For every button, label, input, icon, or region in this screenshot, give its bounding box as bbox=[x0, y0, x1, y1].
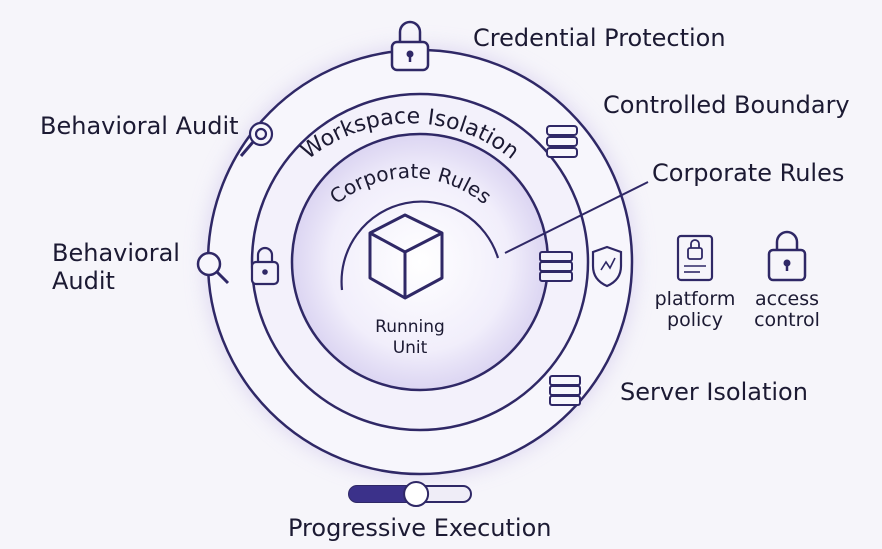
server-icon bbox=[549, 375, 581, 406]
policy-document-icon bbox=[676, 234, 714, 282]
corporate-rules-pointer bbox=[504, 181, 649, 254]
shield-icon bbox=[591, 245, 623, 288]
running-unit-line1: Running bbox=[375, 317, 445, 337]
search-icon bbox=[196, 251, 230, 285]
platform-policy-label: platform policy bbox=[652, 289, 738, 331]
access-control-label: access control bbox=[746, 289, 828, 331]
access-control-line1: access bbox=[754, 288, 820, 310]
access-control-line2: control bbox=[754, 308, 820, 331]
platform-policy-line1: platform bbox=[654, 288, 736, 310]
magnifier-badge-icon bbox=[239, 121, 274, 157]
running-unit-line2: Unit bbox=[392, 338, 428, 359]
slider-knob[interactable] bbox=[403, 481, 430, 507]
access-lock-icon bbox=[767, 230, 807, 282]
behavioral-audit-top-label: Behavioral Audit bbox=[40, 112, 239, 140]
credential-protection-label: Credential Protection bbox=[473, 24, 726, 52]
platform-policy-line2: policy bbox=[667, 308, 723, 331]
lock-icon bbox=[390, 20, 430, 72]
controlled-boundary-label: Controlled Boundary bbox=[603, 91, 850, 119]
server-icon bbox=[539, 251, 573, 282]
behavioral-audit-left-line1: Behavioral bbox=[52, 239, 180, 267]
server-isolation-label: Server Isolation bbox=[620, 378, 808, 406]
server-db-icon bbox=[546, 125, 578, 158]
progressive-execution-label: Progressive Execution bbox=[288, 514, 552, 542]
progress-slider[interactable] bbox=[348, 481, 472, 507]
lock-icon bbox=[250, 246, 280, 286]
slider-fill bbox=[349, 486, 417, 502]
running-unit-label: Running Unit bbox=[365, 317, 455, 360]
behavioral-audit-left-label: Behavioral Audit bbox=[52, 239, 180, 295]
behavioral-audit-left-line2: Audit bbox=[52, 266, 115, 295]
cube-icon bbox=[368, 213, 444, 300]
corporate-rules-label: Corporate Rules bbox=[652, 159, 845, 187]
core-arc bbox=[340, 200, 500, 291]
